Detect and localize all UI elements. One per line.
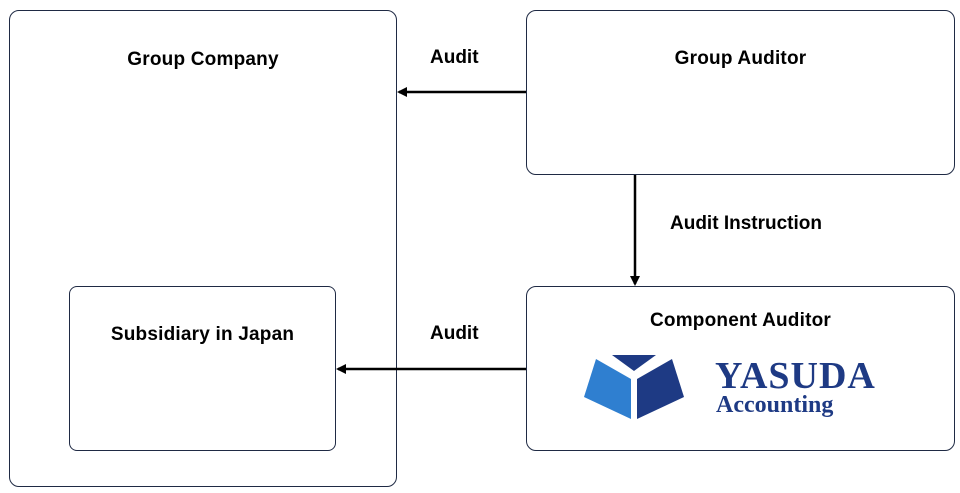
- subsidiary-box: Subsidiary in Japan: [69, 286, 336, 451]
- group-company-title: Group Company: [127, 49, 279, 70]
- logo-name-line2: Accounting: [716, 392, 834, 418]
- audit-label-top: Audit: [430, 47, 479, 68]
- audit-label-bottom: Audit: [430, 323, 479, 344]
- component-auditor-title: Component Auditor: [649, 310, 832, 331]
- component-auditor-box: Component Auditor YASUDA Accounting: [526, 286, 955, 451]
- subsidiary-title: Subsidiary in Japan: [110, 324, 295, 345]
- group-auditor-box: Group Auditor: [526, 10, 955, 175]
- audit-instruction-label: Audit Instruction: [670, 213, 822, 234]
- logo-name-line1: YASUDA: [715, 355, 876, 397]
- yasuda-logo-icon: [584, 355, 684, 419]
- group-auditor-title: Group Auditor: [674, 48, 807, 69]
